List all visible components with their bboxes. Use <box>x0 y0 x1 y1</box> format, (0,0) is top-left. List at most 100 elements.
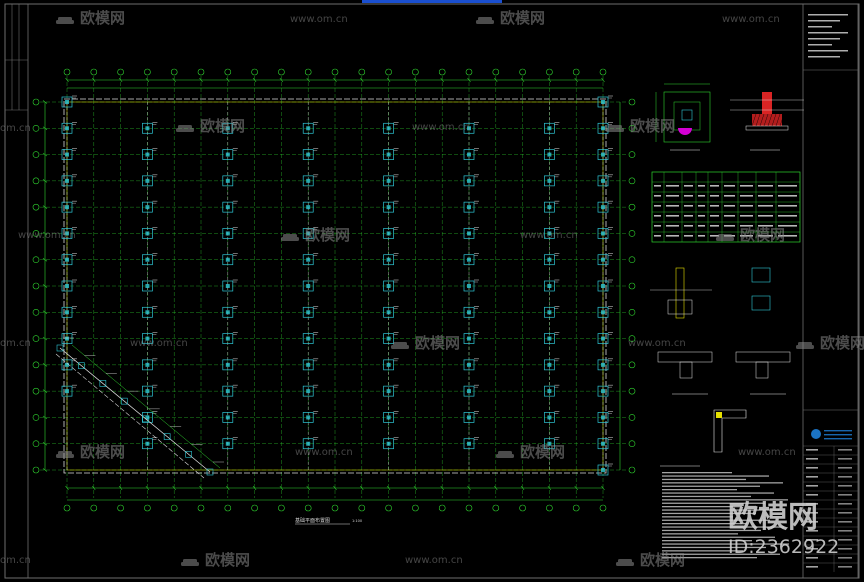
notes-text-line <box>662 523 747 525</box>
footing-outline <box>463 228 475 239</box>
watermark-brand: 欧模网 <box>200 117 245 135</box>
watermark-url: www.om.cn <box>722 14 780 25</box>
sofa-seat <box>176 128 194 132</box>
title-note-line <box>808 26 832 28</box>
column-footing <box>222 384 238 397</box>
column-stub <box>547 362 552 367</box>
column-stub <box>225 362 230 367</box>
axis-bubble-bottom <box>63 504 71 512</box>
column-stub <box>306 389 311 394</box>
column-stub <box>547 284 552 288</box>
column-footing <box>142 148 158 160</box>
company-name-line <box>824 430 852 432</box>
column-footing <box>383 122 399 134</box>
table-cell-text <box>710 215 719 217</box>
axis-bubble-bottom <box>412 504 419 512</box>
table-cell-text <box>654 225 661 227</box>
column-stub <box>65 178 69 183</box>
footing-outline <box>142 122 153 134</box>
footing-outline <box>302 359 314 371</box>
section-hatch <box>763 113 769 127</box>
corner-watermark: 欧模网 ID:2362922 <box>728 500 839 558</box>
axis-bubble-bottom <box>438 504 446 512</box>
title-field-value <box>838 458 852 460</box>
column-stub <box>467 126 471 131</box>
footing-outline <box>544 201 555 213</box>
title-field-value <box>838 512 852 514</box>
axis-bubble-bottom <box>251 504 258 512</box>
detail-col-section-2 <box>751 295 771 311</box>
axis-bubble-left <box>32 361 40 369</box>
footing-outline <box>383 228 394 239</box>
axis-bubble-right <box>628 203 636 211</box>
notes-text-line <box>662 540 752 542</box>
column-stub <box>65 205 69 210</box>
table-cell-text <box>666 235 679 237</box>
drawing-title: 基础平面布置图 <box>295 517 330 524</box>
footing-outline <box>142 333 153 344</box>
axis-bubble-bottom <box>304 504 312 512</box>
title-field-label <box>806 485 818 487</box>
footing-outline <box>302 280 314 292</box>
notes-text-line <box>662 482 783 484</box>
footing-outline <box>597 149 609 160</box>
footing-outline <box>61 122 73 134</box>
dim-tick <box>172 77 176 83</box>
column-stub <box>306 336 311 341</box>
dim-tick <box>42 257 48 262</box>
column-stub <box>467 389 471 394</box>
column-stub <box>306 205 311 210</box>
footing-outline <box>302 175 314 187</box>
column-footing <box>61 95 77 108</box>
diagonal-footing <box>120 397 128 405</box>
axis-bubble-left <box>32 466 40 474</box>
footing-outline <box>597 201 609 213</box>
section-hatch <box>755 113 761 127</box>
column-stub <box>601 389 605 394</box>
column-footing <box>222 200 238 213</box>
corner-watermark-brand: 欧模网 <box>728 500 818 535</box>
column-stub <box>145 415 150 420</box>
column-stub <box>467 336 471 341</box>
footing-outline <box>544 412 555 423</box>
sheet-frame <box>4 0 860 579</box>
axis-bubble-top <box>197 68 205 76</box>
sofa-seat <box>476 20 494 24</box>
axis-bubble-left <box>32 414 40 421</box>
column-stub <box>145 441 150 446</box>
footing-outline <box>383 149 394 160</box>
notes-text-line <box>662 485 760 487</box>
drawing-title-group: 基础平面布置图 1:100 <box>295 517 362 525</box>
footing-schedule-table <box>651 171 801 243</box>
column-footing <box>597 306 613 318</box>
table-cell-text <box>654 215 661 217</box>
dim-tick <box>547 485 552 491</box>
footing-outline <box>142 280 153 292</box>
footing-outline <box>222 175 234 187</box>
footing-outline <box>463 412 475 423</box>
table-cell-text <box>654 235 661 237</box>
title-field-value <box>838 485 852 487</box>
axis-bubble-bottom <box>465 504 473 512</box>
axis-bubble-bottom <box>519 504 526 512</box>
foundation-plan <box>32 68 636 512</box>
column-stub <box>65 389 69 394</box>
notes-text-line <box>662 557 757 559</box>
footing-outline <box>142 201 153 213</box>
title-field-label <box>806 530 818 532</box>
sofa-logo-icon <box>56 17 74 24</box>
detail-column <box>681 109 693 121</box>
footing-outline <box>302 149 314 160</box>
column-footing <box>302 437 319 450</box>
axis-bubble-bottom <box>90 504 98 512</box>
column-footing <box>302 227 319 239</box>
table-cell-text <box>778 195 797 197</box>
notes-text-line <box>662 516 733 518</box>
axis-bubble-right <box>628 177 636 185</box>
footing-outline <box>463 175 475 187</box>
dim-tick <box>226 485 230 491</box>
column-footing <box>597 227 613 239</box>
axis-bubble-top <box>358 68 366 76</box>
dim-tick <box>386 485 391 491</box>
column-stub <box>547 231 552 236</box>
